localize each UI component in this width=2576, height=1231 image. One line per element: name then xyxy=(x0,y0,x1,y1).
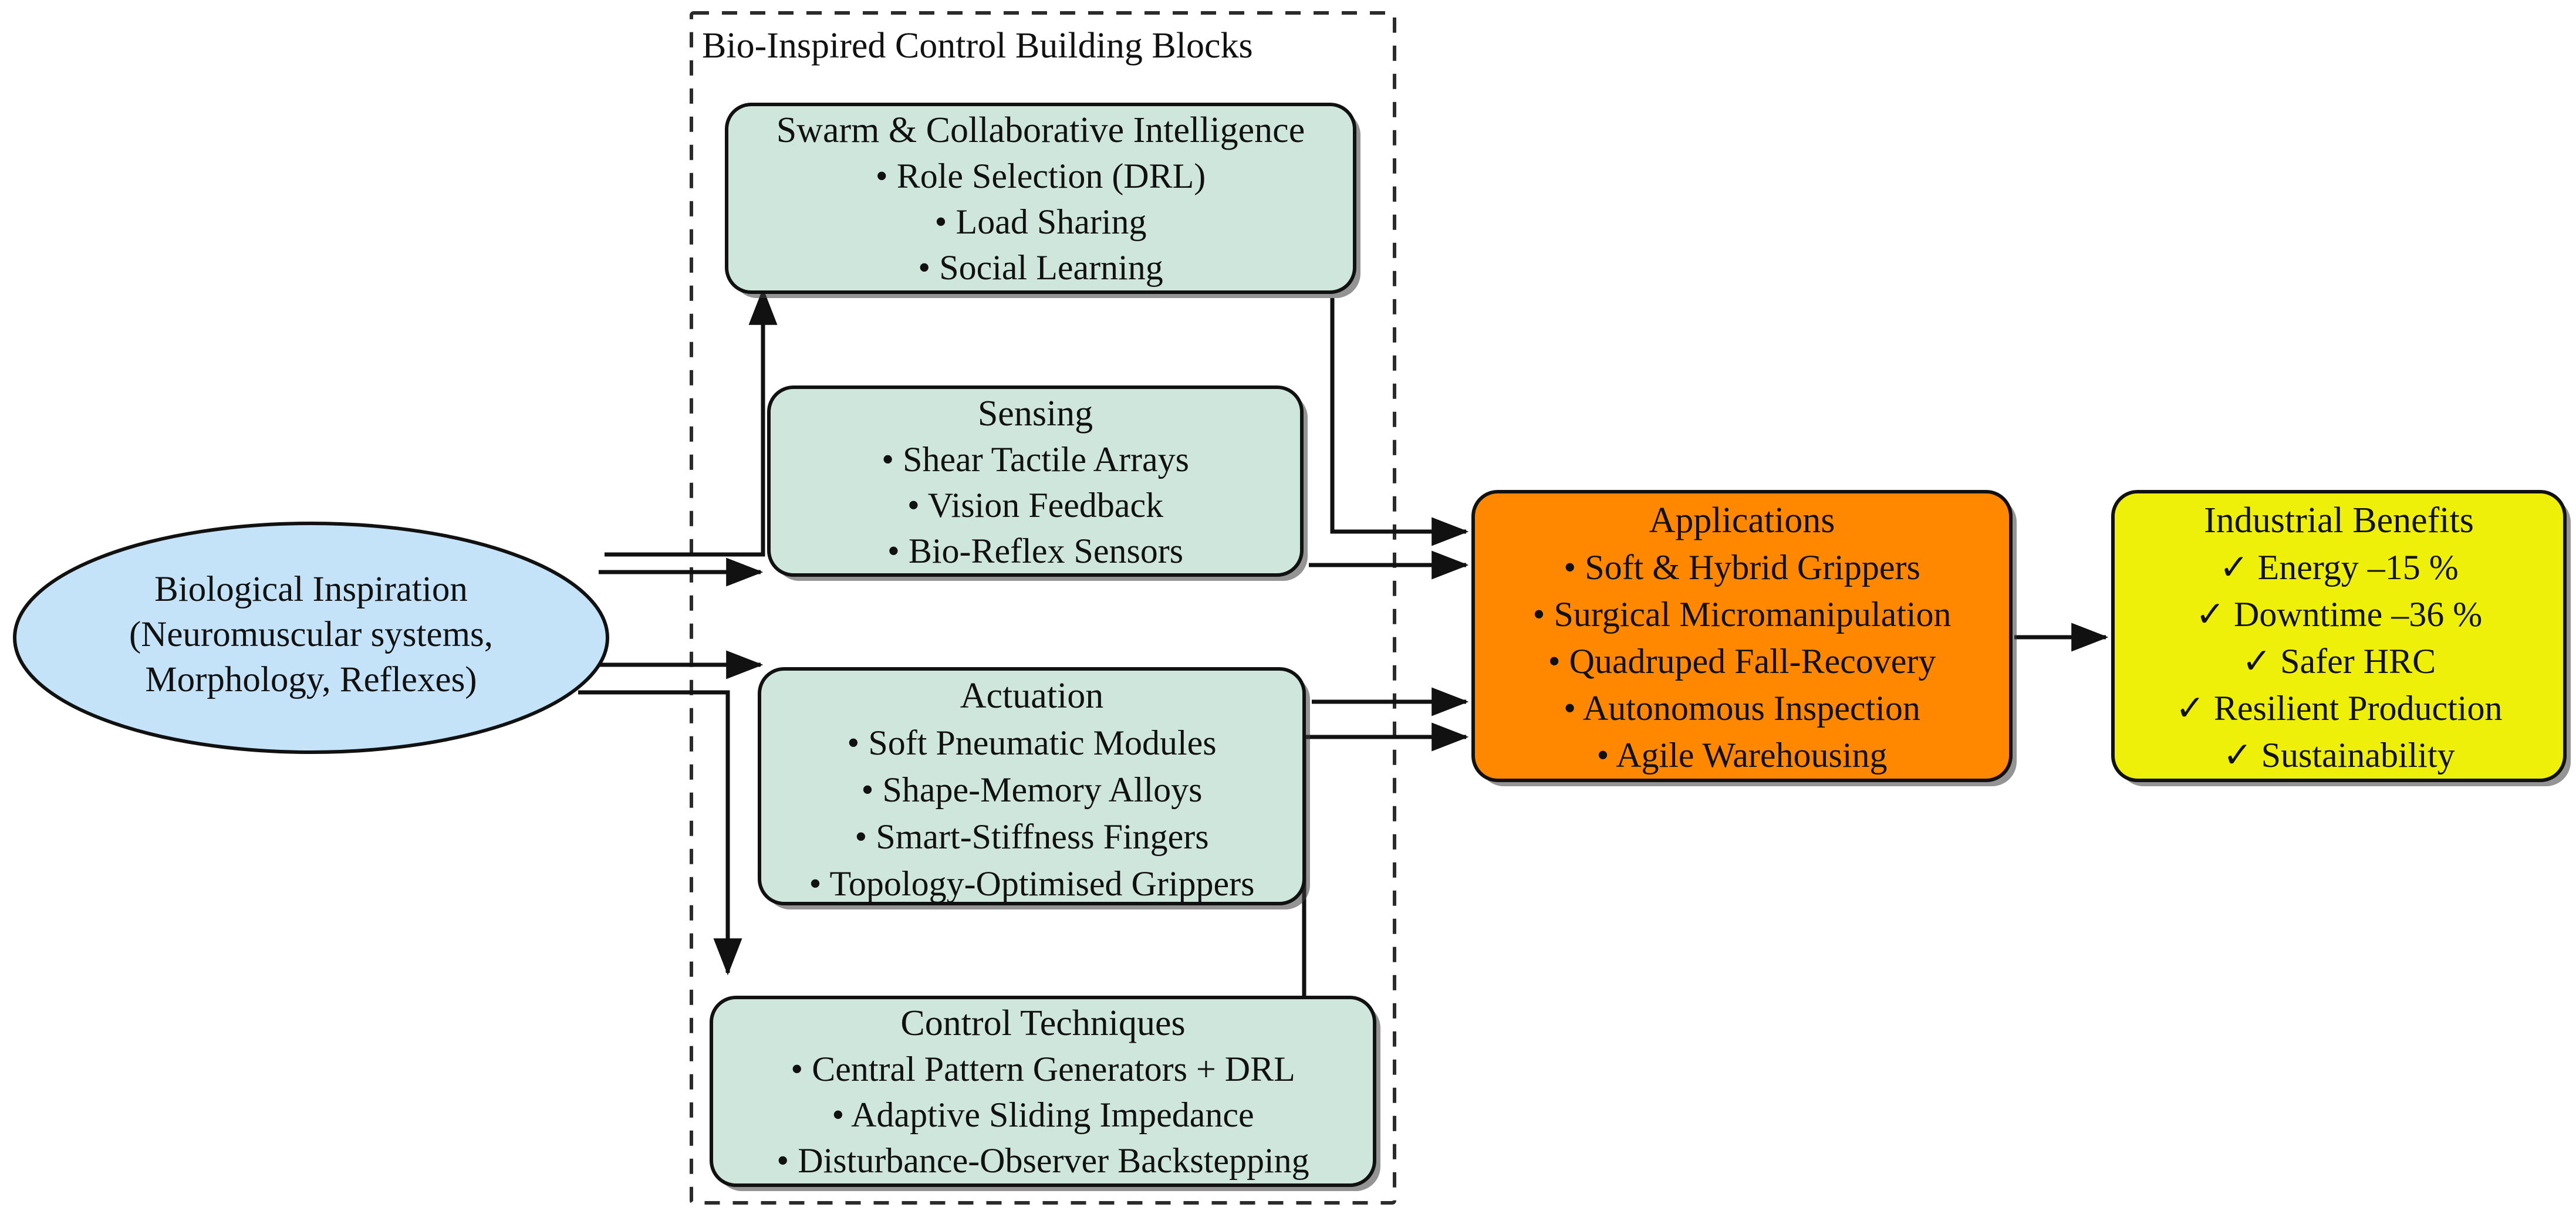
applications-box xyxy=(1471,490,2013,782)
control-item-3: • Disturbance-Observer Backstepping xyxy=(776,1141,1309,1180)
swarm-title: Swarm & Collaborative Intelligence xyxy=(776,110,1305,150)
actuation-item-1: • Soft Pneumatic Modules xyxy=(847,723,1216,762)
control-item-2: • Adaptive Sliding Impedance xyxy=(832,1095,1254,1134)
benefits-item-2: ✓ Downtime –36 % xyxy=(2196,595,2483,634)
biological-inspiration-line-1: Biological Inspiration xyxy=(154,570,468,609)
swarm-item-1: • Role Selection (DRL) xyxy=(876,157,1206,195)
sensing-item-1: • Shear Tactile Arrays xyxy=(882,440,1189,479)
sensing-node[interactable]: Sensing • Shear Tactile Arrays • Vision … xyxy=(767,385,1308,581)
biological-inspiration-node[interactable]: Biological Inspiration (Neuromuscular sy… xyxy=(13,522,609,754)
applications-item-3: • Quadruped Fall-Recovery xyxy=(1548,642,1936,681)
edge-swarm-to-applications xyxy=(1330,298,1469,546)
sensing-item-3: • Bio-Reflex Sensors xyxy=(887,532,1183,570)
benefits-item-3: ✓ Safer HRC xyxy=(2242,642,2436,681)
biological-inspiration-line-3: Morphology, Reflexes) xyxy=(145,660,477,699)
actuation-item-2: • Shape-Memory Alloys xyxy=(862,770,1203,809)
industrial-benefits-node[interactable]: Industrial Benefits ✓ Energy –15 % ✓ Dow… xyxy=(2111,490,2571,786)
biological-inspiration-line-2: (Neuromuscular systems, xyxy=(129,615,493,654)
actuation-item-3: • Smart-Stiffness Fingers xyxy=(855,817,1208,856)
actuation-item-4: • Topology-Optimised Grippers xyxy=(809,864,1255,903)
actuation-title: Actuation xyxy=(960,676,1104,716)
sensing-box xyxy=(767,385,1304,577)
edge-control-to-applications xyxy=(1302,722,1469,1001)
control-techniques-node[interactable]: Control Techniques • Central Pattern Gen… xyxy=(710,996,1380,1191)
control-box xyxy=(710,996,1376,1187)
biological-inspiration-shape xyxy=(13,522,609,754)
group-container-outline xyxy=(690,11,1396,1205)
edge-source-to-control xyxy=(578,690,742,976)
benefits-item-4: ✓ Resilient Production xyxy=(2176,689,2503,728)
benefits-item-1: ✓ Energy –15 % xyxy=(2219,548,2458,587)
applications-title: Applications xyxy=(1649,500,1835,540)
sensing-title: Sensing xyxy=(978,394,1093,434)
applications-node[interactable]: Applications • Soft & Hybrid Grippers • … xyxy=(1471,490,2017,786)
actuation-node[interactable]: Actuation • Soft Pneumatic Modules • Sha… xyxy=(758,667,1310,909)
edge-source-to-swarm xyxy=(605,288,778,557)
benefits-item-5: ✓ Sustainability xyxy=(2223,736,2455,775)
swarm-collaborative-intelligence-node[interactable]: Swarm & Collaborative Intelligence • Rol… xyxy=(725,103,1360,298)
swarm-item-3: • Social Learning xyxy=(918,248,1163,287)
control-title: Control Techniques xyxy=(900,1003,1185,1043)
swarm-box xyxy=(725,103,1356,294)
benefits-box xyxy=(2111,490,2567,782)
applications-item-2: • Surgical Micromanipulation xyxy=(1532,595,1951,634)
applications-item-5: • Agile Warehousing xyxy=(1597,736,1888,775)
benefits-title: Industrial Benefits xyxy=(2204,500,2474,540)
sensing-item-2: • Vision Feedback xyxy=(907,486,1163,525)
control-item-1: • Central Pattern Generators + DRL xyxy=(791,1050,1295,1088)
group-title: Bio-Inspired Control Building Blocks xyxy=(702,26,1253,66)
actuation-box xyxy=(758,667,1306,905)
applications-item-1: • Soft & Hybrid Grippers xyxy=(1564,548,1920,587)
swarm-item-2: • Load Sharing xyxy=(935,202,1147,241)
applications-item-4: • Autonomous Inspection xyxy=(1564,689,1920,728)
